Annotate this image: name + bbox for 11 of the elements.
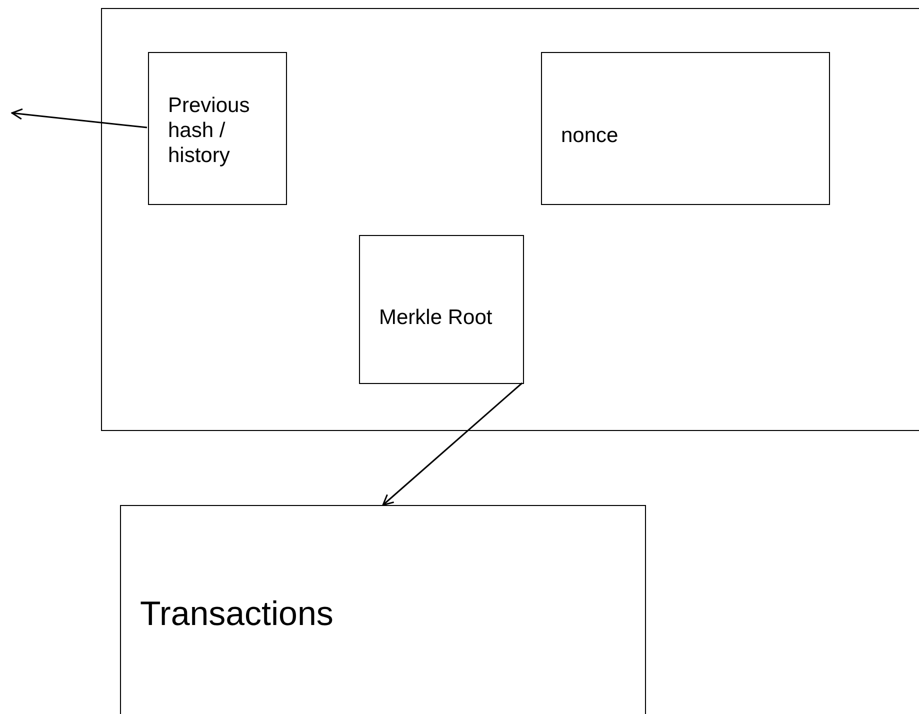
box-label: nonce xyxy=(561,123,620,148)
process-box xyxy=(120,505,646,714)
box-label: Transactions xyxy=(140,594,334,634)
box-label: Merkle Root xyxy=(379,305,494,330)
arrow xyxy=(11,108,148,128)
process-box xyxy=(359,235,524,384)
arrow xyxy=(382,382,523,506)
box-label: Previous hash / history xyxy=(168,93,251,168)
process-box xyxy=(148,52,287,205)
container-box xyxy=(101,8,919,431)
process-box xyxy=(541,52,830,205)
